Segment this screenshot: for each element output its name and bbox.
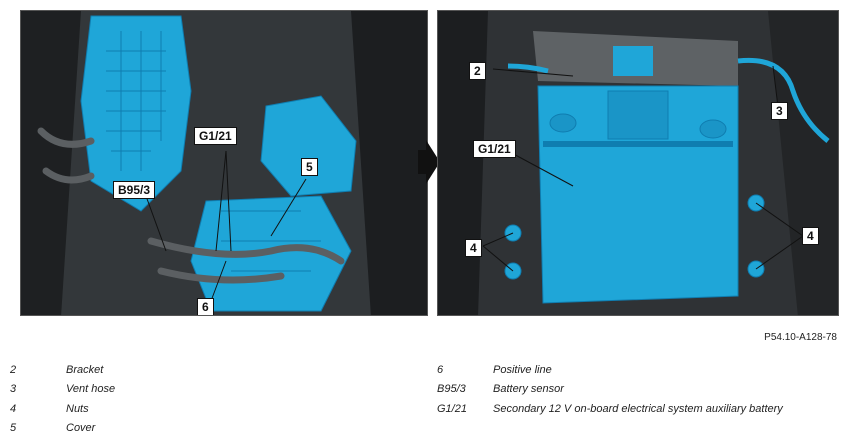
legend-item: G1/21 Secondary 12 V on-board electrical … bbox=[437, 399, 783, 419]
legend-label: Battery sensor bbox=[493, 383, 564, 396]
legend-right: 6 Positive line B95/3 Battery sensor G1/21… bbox=[437, 360, 783, 419]
legend-left: 2 Bracket 3 Vent hose 4 Nuts 5 Cover bbox=[10, 360, 115, 438]
left-illustration: G1/21 B95/3 5 6 bbox=[20, 10, 428, 316]
callout-6: 6 bbox=[197, 298, 214, 315]
legend-number: 4 bbox=[10, 402, 17, 415]
legend-label: Cover bbox=[66, 422, 96, 435]
legend-number: 3 bbox=[10, 383, 17, 396]
legend-label: Nuts bbox=[66, 402, 89, 415]
legend-number: 5 bbox=[10, 422, 17, 435]
callout-3: 3 bbox=[771, 102, 788, 120]
legend-label: Secondary 12 V on-board electrical syste… bbox=[493, 402, 783, 415]
callout-2: 2 bbox=[469, 62, 486, 80]
legend-number: 6 bbox=[437, 363, 444, 376]
callout-g1-21: G1/21 bbox=[194, 127, 237, 145]
legend-item: 4 Nuts bbox=[10, 399, 115, 419]
callout-b95-3: B95/3 bbox=[113, 181, 156, 199]
legend-label: Positive line bbox=[493, 363, 552, 376]
legend-label: Bracket bbox=[66, 363, 104, 376]
legend-number: G1/21 bbox=[437, 402, 467, 415]
callout-g1-21-right: G1/21 bbox=[473, 140, 516, 158]
callout-5: 5 bbox=[301, 158, 318, 176]
legend-label: Vent hose bbox=[66, 383, 116, 396]
callout-4-left: 4 bbox=[465, 239, 482, 257]
right-illustration-drawing bbox=[438, 11, 838, 315]
left-illustration-drawing bbox=[21, 11, 427, 315]
legend-number: 2 bbox=[10, 363, 17, 376]
legend-item: 6 Positive line bbox=[437, 360, 783, 380]
legend-item: 3 Vent hose bbox=[10, 380, 115, 400]
legend-item: 2 Bracket bbox=[10, 360, 115, 380]
callout-4-right: 4 bbox=[802, 227, 819, 245]
legend-item: B95/3 Battery sensor bbox=[437, 380, 783, 400]
right-illustration: 2 3 G1/21 4 4 bbox=[437, 10, 839, 316]
figure-id: P54.10-A128-78 bbox=[764, 332, 837, 343]
legend-number: B95/3 bbox=[437, 383, 466, 396]
legend-item: 5 Cover bbox=[10, 419, 115, 439]
arrow-right-icon bbox=[418, 140, 440, 184]
